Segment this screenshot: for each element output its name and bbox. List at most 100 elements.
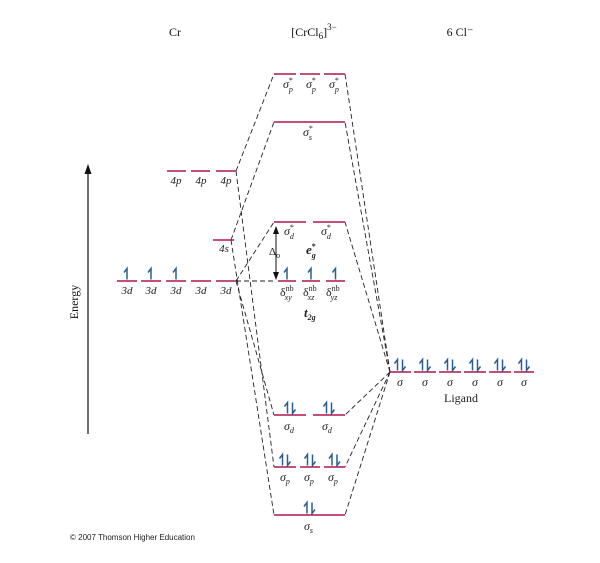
label-4p-1: 4p (171, 175, 183, 187)
copyright-text: © 2007 Thomson Higher Education (70, 533, 195, 542)
connector-4s-sigma-s-star (230, 121, 275, 241)
label-sigma-d-star-2: σ*d (321, 223, 332, 241)
metal-3d-1-electron-up (123, 266, 128, 280)
label-sigma-d-2: σd (322, 419, 333, 435)
connector-4p-sigma-p (235, 170, 275, 468)
connector-3d-sigma-d-star (235, 221, 275, 282)
label-sigma-p-1: σp (280, 470, 290, 486)
ligand-group-label: Ligand (444, 391, 478, 405)
connector-ligand-sigma-d-star (344, 221, 391, 373)
sigma-p-2-electron-up (303, 452, 309, 466)
sigma-d-2-electron-up (322, 400, 328, 414)
ligand-2-electron-down (426, 359, 432, 373)
label-4p-3: 4p (221, 175, 233, 187)
ligand-6-electron-down (525, 359, 531, 373)
label-sigma-p-star-3: σ*p (329, 76, 339, 94)
sigma-s-electron-down (311, 502, 316, 516)
mo-sigma-p-star-group: σ*p σ*p σ*p (274, 73, 345, 94)
electron-arrows (123, 266, 531, 516)
mo-sigma-d-star-group: σ*d σ*d (274, 221, 345, 241)
energy-axis-arrowhead (84, 164, 92, 174)
mo-sigma-d-group: σd σd (274, 414, 345, 435)
label-ligand-5: σ (497, 375, 504, 389)
sigma-d-1-electron-up (283, 400, 289, 414)
label-sigma-s: σs (304, 519, 313, 535)
label-ligand-3: σ (447, 375, 454, 389)
mo-sigma-s-group: σs (274, 514, 345, 535)
label-ligand-2: σ (422, 375, 429, 389)
label-3d-3: 3d (170, 285, 183, 297)
nb-xy-electron-up (283, 266, 288, 280)
delta-o-arrow-up (273, 226, 279, 234)
sigma-p-3-electron-down (336, 454, 341, 468)
delta-o-gap: Δo (269, 226, 280, 280)
ligand-2-electron-up (418, 357, 424, 371)
connector-ligand-sigma-s (344, 371, 391, 516)
sigma-s-electron-up (303, 500, 308, 514)
connector-ligand-sigma-p (344, 371, 391, 468)
sigma-d-2-electron-down (330, 402, 336, 416)
metal-3d-group: 3d 3d 3d 3d 3d (117, 280, 236, 297)
nb-yz-electron-up (331, 266, 337, 280)
connector-3d-sigma-d (235, 280, 275, 416)
label-sigma-d-1: σd (284, 419, 295, 435)
connector-ligand-sigma-p-star (344, 73, 391, 373)
dashed-connectors (230, 73, 391, 516)
connector-4p-sigma-p-star (235, 73, 275, 172)
connector-ligand-sigma-d (344, 371, 391, 416)
label-4p-2: 4p (196, 175, 208, 187)
delta-o-arrow-down (273, 272, 279, 280)
label-eg-star: e*g (306, 242, 316, 260)
ligand-group: σ σ σ σ σ σ Ligand (389, 371, 534, 405)
ligand-3-electron-down (451, 359, 457, 373)
metal-3d-3-electron-up (172, 266, 177, 280)
label-sigma-d-star-1: σ*d (284, 223, 295, 241)
label-sigma-p-star-1: σ*p (283, 76, 293, 94)
sigma-p-1-electron-up (278, 452, 284, 466)
mo-sigma-p-group: σp σp σp (274, 466, 345, 486)
metal-4p-group: 4p 4p 4p (167, 170, 236, 187)
label-ligand-6: σ (521, 375, 528, 389)
ligand-4-electron-up (468, 357, 474, 371)
ligand-header: 6 Cl⁻ (447, 25, 474, 39)
label-3d-2: 3d (145, 285, 158, 297)
ligand-5-electron-up (493, 357, 499, 371)
label-t2g: t2g (304, 305, 316, 322)
label-sigma-p-3: σp (328, 470, 338, 486)
connector-4s-sigma-s (230, 239, 275, 516)
mo-sigma-s-star-group: σ*s (274, 121, 345, 142)
energy-axis-label: Energy (67, 285, 81, 319)
complex-header: [CrCl6]3− (291, 22, 336, 41)
label-4s: 4s (219, 243, 229, 255)
label-ligand-1: σ (397, 375, 404, 389)
metal-3d-2-electron-up (147, 266, 152, 280)
nb-xz-electron-up (307, 266, 312, 280)
sigma-p-3-electron-up (328, 452, 333, 466)
ligand-1-electron-down (401, 359, 407, 373)
sigma-p-1-electron-down (286, 454, 292, 468)
label-3d-5: 3d (220, 285, 233, 297)
ligand-1-electron-up (393, 357, 399, 371)
label-delta-o: Δo (269, 246, 280, 260)
label-sigma-p-star-2: σ*p (306, 76, 316, 94)
sigma-p-2-electron-down (311, 454, 317, 468)
ligand-6-electron-up (517, 357, 523, 371)
ligand-4-electron-down (476, 359, 482, 373)
metal-header: Cr (169, 25, 181, 39)
label-3d-4: 3d (195, 285, 208, 297)
sigma-d-1-electron-down (291, 402, 297, 416)
metal-4s-group: 4s (213, 239, 234, 255)
ligand-3-electron-up (443, 357, 449, 371)
connector-ligand-sigma-s-star (344, 121, 391, 373)
label-sigma-s-star: σ*s (303, 124, 313, 142)
ligand-5-electron-down (501, 359, 507, 373)
label-ligand-4: σ (472, 375, 479, 389)
label-sigma-p-2: σp (304, 470, 314, 486)
label-3d-1: 3d (121, 285, 134, 297)
